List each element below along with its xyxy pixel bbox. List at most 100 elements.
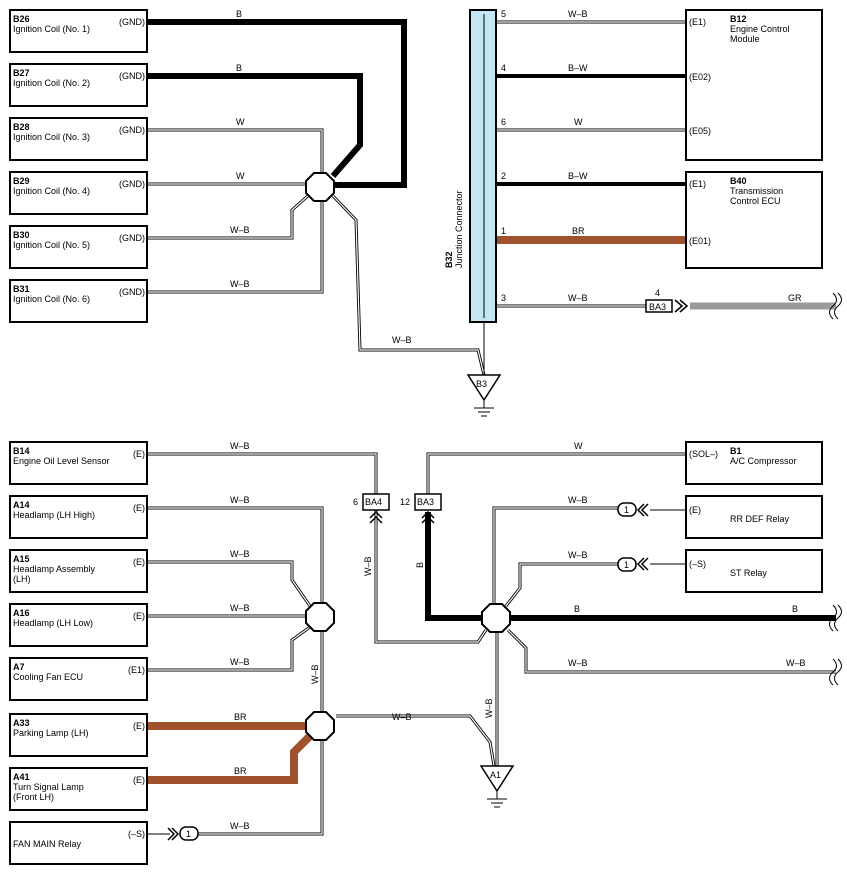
component-name: RR DEF Relay bbox=[730, 514, 790, 524]
wire-b30 bbox=[147, 192, 311, 240]
component-name: (Front LH) bbox=[13, 792, 54, 802]
component-code: B29 bbox=[13, 176, 30, 186]
component-name: Turn Signal Lamp bbox=[13, 782, 84, 792]
wire-label: B–W bbox=[568, 63, 588, 73]
wire-label: W bbox=[236, 117, 245, 127]
ground-b3 bbox=[466, 374, 502, 417]
wire-label: W–B bbox=[230, 495, 250, 505]
pin-label: (GND) bbox=[119, 233, 145, 243]
wire-b1 bbox=[426, 452, 686, 494]
connector-pin: 4 bbox=[655, 288, 660, 298]
connector-st bbox=[617, 557, 649, 572]
wire-label: W–B bbox=[230, 279, 250, 289]
wire-label: W–B bbox=[230, 657, 250, 667]
splice-2 bbox=[305, 602, 335, 632]
junction-pin: 6 bbox=[501, 117, 506, 127]
wire-b28 bbox=[147, 128, 324, 175]
component-name: A/C Compressor bbox=[730, 456, 797, 466]
wire-label: B bbox=[415, 562, 425, 568]
component-name: Headlamp Assembly bbox=[13, 564, 96, 574]
component-name: Headlamp (LH Low) bbox=[13, 618, 93, 628]
wire-label: W–B bbox=[484, 698, 494, 718]
component-name: FAN MAIN Relay bbox=[13, 839, 82, 849]
component-code: A16 bbox=[13, 608, 30, 618]
connector-label: BA3 bbox=[417, 497, 434, 507]
component-name: Ignition Coil (No. 1) bbox=[13, 24, 90, 34]
component-code: A14 bbox=[13, 500, 30, 510]
pin-label: (SOL–) bbox=[689, 449, 718, 459]
connector-label: BA3 bbox=[649, 302, 666, 312]
wire-label: B bbox=[236, 9, 242, 19]
wire-j3-a1 bbox=[336, 714, 496, 767]
pin-label: (E) bbox=[133, 503, 145, 513]
connector-fan bbox=[167, 826, 199, 841]
component-code: B26 bbox=[13, 14, 30, 24]
component-code: B14 bbox=[13, 446, 30, 456]
wire-label: W–B bbox=[230, 441, 250, 451]
wire-fan bbox=[198, 740, 324, 836]
component-code: A15 bbox=[13, 554, 30, 564]
component-name: Transmission bbox=[730, 186, 783, 196]
wire-label: W–B bbox=[786, 658, 806, 668]
component-name: Cooling Fan ECU bbox=[13, 672, 83, 682]
wire-st bbox=[504, 562, 618, 607]
connector-rrdef bbox=[617, 502, 649, 517]
junction-pin: 5 bbox=[501, 9, 506, 19]
component-name: Ignition Coil (No. 5) bbox=[13, 240, 90, 250]
component-name: Control ECU bbox=[730, 196, 781, 206]
ground-label: B3 bbox=[476, 379, 487, 389]
pin-label: (E) bbox=[133, 611, 145, 621]
component-code: B31 bbox=[13, 284, 30, 294]
pin-label: (–S) bbox=[689, 559, 706, 569]
pin-label: (GND) bbox=[119, 287, 145, 297]
wire-label: W–B bbox=[568, 9, 588, 19]
wire-b14 bbox=[147, 452, 378, 494]
pin-label: (E1) bbox=[689, 179, 706, 189]
wire-b27 bbox=[147, 73, 363, 178]
wire-ba3-v bbox=[425, 512, 482, 621]
wire-label: GR bbox=[788, 293, 802, 303]
connector-ba3-top bbox=[645, 299, 689, 313]
wire-label: W–B bbox=[568, 495, 588, 505]
pin-label: (E1) bbox=[128, 665, 145, 675]
connector-ba3-mid bbox=[414, 493, 442, 524]
splice-4 bbox=[481, 603, 511, 633]
wire-label: W–B bbox=[230, 603, 250, 613]
wire-label: W bbox=[574, 117, 583, 127]
component-code: B40 bbox=[730, 176, 747, 186]
wire-a41 bbox=[147, 733, 313, 784]
pin-label: (GND) bbox=[119, 17, 145, 27]
pin-label: (GND) bbox=[119, 179, 145, 189]
connector-ba4 bbox=[362, 493, 390, 524]
component-rrdef: RR DEF Relay(E) bbox=[685, 495, 823, 539]
wire-label: W bbox=[574, 441, 583, 451]
wire-label: W–B bbox=[230, 225, 250, 235]
junction-code: B32 bbox=[444, 251, 454, 268]
component-name: Headlamp (LH High) bbox=[13, 510, 95, 520]
component-code: B12 bbox=[730, 14, 747, 24]
component-code: B30 bbox=[13, 230, 30, 240]
ground-a1 bbox=[479, 765, 515, 808]
wire-label: W–B bbox=[392, 335, 412, 345]
junction-name: Junction Connector bbox=[454, 190, 464, 268]
wire-label: B bbox=[574, 604, 580, 614]
junction-pin: 2 bbox=[501, 171, 506, 181]
splice-top bbox=[305, 172, 335, 202]
pin-label: (GND) bbox=[119, 125, 145, 135]
component-name: ST Relay bbox=[730, 568, 767, 578]
component-name: Ignition Coil (No. 4) bbox=[13, 186, 90, 196]
component-name: Module bbox=[730, 34, 760, 44]
component-name: Ignition Coil (No. 2) bbox=[13, 78, 90, 88]
connector-pin: 12 bbox=[400, 497, 410, 507]
